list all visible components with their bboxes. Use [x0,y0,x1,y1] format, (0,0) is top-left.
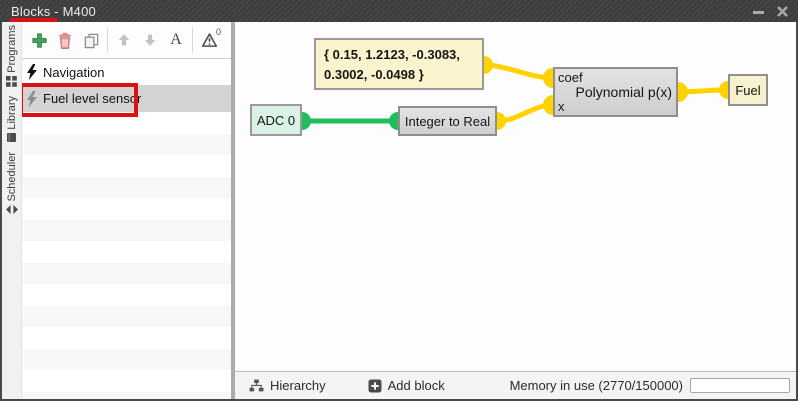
panel-splitter[interactable] [231,22,235,399]
move-up-icon [118,34,130,46]
port-polynomial-output[interactable] [678,82,688,102]
list-item-navigation[interactable]: Navigation [22,59,231,85]
text-tool-button[interactable]: A [164,28,188,52]
tab-scheduler-label: Scheduler [5,152,18,202]
text-icon: A [170,31,182,48]
delete-icon [59,32,71,49]
block-polynomial[interactable]: coef Polynomial p(x) x [553,67,678,117]
program-toolbar: A 0 [22,22,231,59]
block-canvas[interactable]: { 0.15, 1.2123, -0.3083, 0.3002, -0.0498… [235,22,796,371]
port-polynomial-x-input[interactable] [543,95,553,115]
annotation-title-underline [10,18,57,22]
add-block-button[interactable]: Add block [368,378,445,393]
list-item-label: Fuel level sensor [43,91,142,106]
delete-program-button[interactable] [53,28,77,52]
port-fuel-input[interactable] [719,81,728,99]
block-adc0[interactable]: ADC 0 [250,104,302,136]
lightning-icon [27,90,37,107]
tab-programs-label: Programs [5,25,18,73]
hierarchy-icon [249,379,264,392]
port-adc-output[interactable] [302,112,311,130]
copy-icon [84,33,98,48]
move-up-button[interactable] [112,28,136,52]
port-constant-output[interactable] [484,56,493,74]
tab-programs[interactable]: Programs [6,25,18,87]
grid-icon [6,75,17,87]
warning-count-badge: 0 [215,27,221,37]
add-block-label: Add block [387,378,445,393]
polynomial-input-coef-label: coef [558,70,583,85]
swap-icon [5,204,18,214]
constant-line1: { 0.15, 1.2123, -0.3083, [324,47,460,62]
canvas-statusbar: Hierarchy Add block Memory in use (2770/… [235,371,796,399]
block-label: Polynomial p(x) [575,84,672,100]
lightning-icon [27,64,37,80]
block-fuel-output[interactable]: Fuel [728,74,768,106]
list-item-fuel-level-sensor[interactable]: Fuel level sensor [22,85,231,112]
book-icon [7,133,16,143]
port-polynomial-coef-input[interactable] [543,68,553,88]
program-list: Navigation Fuel level sensor [19,59,231,399]
warning-icon [201,33,217,47]
hierarchy-label: Hierarchy [270,378,326,393]
memory-label: Memory in use (2770/150000) [509,378,683,393]
add-program-button[interactable] [27,28,51,52]
close-button[interactable] [775,4,789,18]
port-inttoreal-input[interactable] [389,112,398,130]
minimize-button[interactable] [751,4,765,18]
block-label: ADC 0 [256,112,296,128]
window-title: Blocks - M400 [11,3,96,19]
tab-library[interactable]: Library [6,96,18,144]
tab-scheduler[interactable]: Scheduler [5,152,18,214]
block-label: Fuel [735,82,761,98]
titlebar[interactable]: Blocks - M400 [0,0,798,22]
list-item-label: Navigation [43,64,105,80]
move-down-icon [144,34,156,46]
polynomial-input-x-label: x [558,99,565,114]
memory-indicator: Memory in use (2770/150000) [510,378,790,393]
add-block-icon [368,379,382,392]
close-icon [776,5,788,17]
warnings-button[interactable]: 0 [197,27,221,52]
empty-list-rows [22,112,231,399]
toolbar-separator [192,27,193,53]
constant-line2: 0.3002, -0.0498 } [324,67,424,83]
sidebar-tabstrip: Programs Library Scheduler [2,22,22,399]
hierarchy-button[interactable]: Hierarchy [249,378,326,393]
toolbar-separator [107,27,108,53]
add-icon [31,32,47,48]
block-integer-to-real[interactable]: Integer to Real [398,106,497,136]
window-controls [751,4,789,18]
port-inttoreal-output[interactable] [497,112,506,130]
block-label: Integer to Real [404,113,491,129]
memory-progress-bar [690,378,790,393]
block-constant-coefficients[interactable]: { 0.15, 1.2123, -0.3083, 0.3002, -0.0498… [314,38,484,90]
minimize-icon [752,10,764,14]
tab-library-label: Library [5,95,18,130]
move-down-button[interactable] [138,28,162,52]
copy-program-button[interactable] [79,28,103,52]
